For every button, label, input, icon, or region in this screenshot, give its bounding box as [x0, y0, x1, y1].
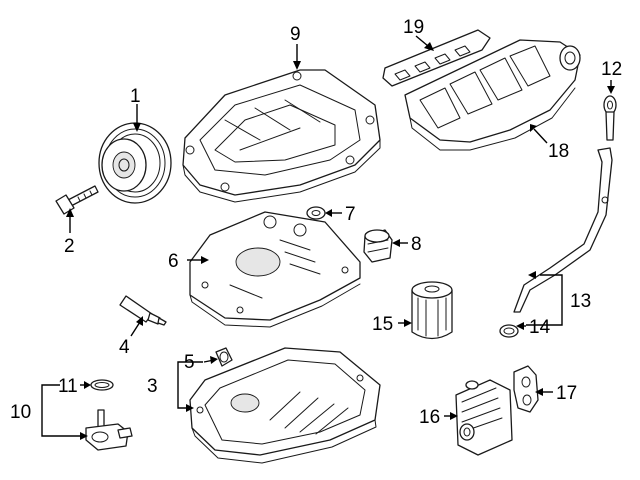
callout-labels: 1 2 3 4 5 6 7 8 9 10 11 12 13 14 15 16 1… — [10, 17, 622, 428]
callout-15[interactable]: 15 — [372, 314, 393, 335]
arrow-16 — [450, 412, 458, 420]
leader-lines — [41, 35, 615, 440]
callout-17[interactable]: 17 — [556, 383, 577, 404]
callout-11[interactable]: 11 — [58, 376, 78, 397]
arrow-19 — [424, 42, 434, 51]
callout-16[interactable]: 16 — [419, 407, 440, 428]
part-2-bolt[interactable] — [55, 185, 99, 215]
arrow-11 — [84, 381, 91, 389]
arrow-18 — [530, 124, 537, 132]
part-6-baffle-plate[interactable] — [189, 211, 361, 328]
part-1-crank-pulley[interactable] — [98, 122, 172, 204]
callout-7[interactable]: 7 — [345, 204, 356, 225]
part-15-oil-filter[interactable] — [411, 281, 453, 340]
callout-6[interactable]: 6 — [168, 251, 179, 272]
part-19-gasket[interactable] — [382, 29, 491, 87]
part-13-dipstick-tube[interactable] — [513, 147, 613, 313]
part-18-intake-manifold[interactable] — [404, 39, 581, 151]
arrow-9 — [293, 61, 301, 70]
callout-19[interactable]: 19 — [403, 17, 424, 38]
leader-19 — [415, 35, 429, 47]
leader-18 — [533, 128, 548, 144]
arrow-2 — [66, 208, 74, 217]
part-14-o-ring[interactable] — [499, 324, 519, 338]
callout-12[interactable]: 12 — [601, 59, 622, 80]
part-7-washer[interactable] — [306, 206, 326, 220]
leader-4 — [130, 321, 141, 337]
callout-1[interactable]: 1 — [130, 86, 141, 107]
leader-10 — [41, 384, 82, 437]
arrow-14 — [516, 322, 524, 330]
callout-10[interactable]: 10 — [10, 402, 31, 423]
callout-8[interactable]: 8 — [411, 234, 422, 255]
callout-2[interactable]: 2 — [64, 236, 75, 257]
arrow-3 — [186, 404, 194, 412]
callout-4[interactable]: 4 — [119, 337, 130, 358]
callout-5[interactable]: 5 — [184, 352, 195, 373]
callout-3[interactable]: 3 — [147, 376, 158, 397]
arrow-6 — [201, 256, 209, 264]
arrow-15 — [404, 319, 412, 327]
part-10-oil-level-sensor[interactable] — [85, 409, 133, 451]
part-4-sealant-tube[interactable] — [119, 295, 167, 326]
callout-18[interactable]: 18 — [548, 141, 569, 162]
part-12-dipstick-handle[interactable] — [603, 95, 617, 141]
part-3-lower-oil-pan[interactable] — [189, 347, 381, 464]
arrow-17 — [535, 388, 543, 396]
callout-13[interactable]: 13 — [570, 291, 591, 312]
leader-3 — [177, 361, 203, 409]
part-16-oil-cooler[interactable] — [455, 379, 513, 456]
part-8-filter-cap[interactable] — [363, 229, 393, 263]
arrow-7 — [325, 209, 332, 217]
arrow-8 — [392, 239, 400, 247]
part-17-cooler-gasket[interactable] — [513, 365, 539, 413]
callout-9[interactable]: 9 — [290, 24, 301, 45]
callout-14[interactable]: 14 — [529, 317, 551, 338]
leader-13 — [526, 274, 563, 326]
part-5-drain-plug[interactable] — [215, 347, 233, 367]
arrow-12 — [607, 86, 615, 94]
part-11-seal-ring[interactable] — [90, 379, 114, 391]
arrow-5 — [210, 356, 218, 364]
arrow-13 — [528, 271, 536, 279]
arrow-4 — [136, 316, 143, 326]
part-9-upper-housing[interactable] — [182, 69, 381, 203]
arrow-1 — [133, 123, 141, 132]
arrow-10 — [80, 432, 88, 440]
